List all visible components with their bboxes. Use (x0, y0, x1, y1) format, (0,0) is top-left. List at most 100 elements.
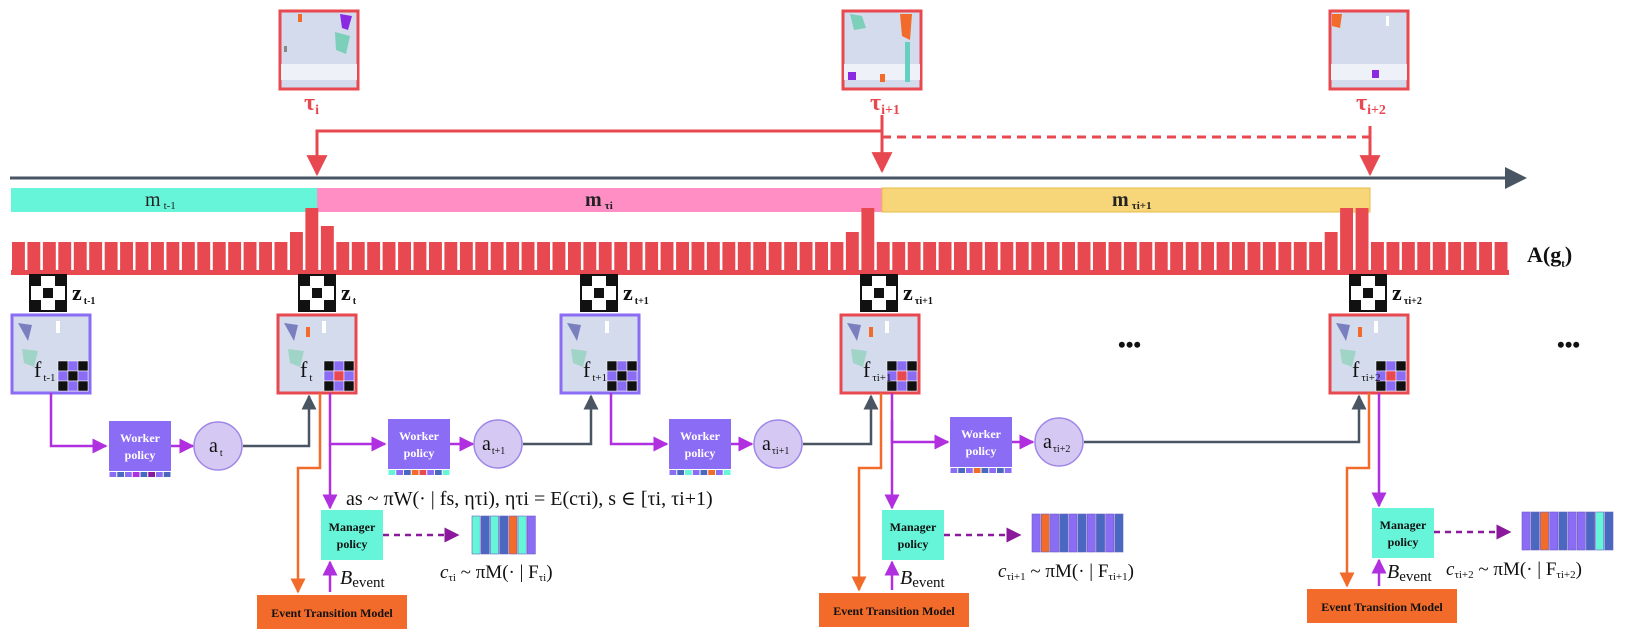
attention-bar (629, 242, 643, 270)
attention-bar (475, 242, 489, 270)
worker-code-cell (973, 468, 981, 473)
frame-feature (1358, 327, 1362, 337)
attention-bar (1031, 242, 1045, 270)
attention-bar (1494, 242, 1508, 270)
frame-grid-cell (1385, 380, 1397, 392)
frame-grid-cell (1375, 360, 1387, 372)
attention-bar (861, 208, 875, 270)
frame-feature (56, 321, 60, 333)
z-checkerboard-cell (300, 300, 310, 310)
event-thumbnail-1 (278, 9, 360, 91)
frame-grid-cell (343, 380, 355, 392)
attention-bar (398, 242, 411, 270)
worker-code-cell (148, 472, 155, 477)
frame-grid-cell (333, 360, 345, 372)
attention-bar (135, 242, 149, 270)
attention-bar (305, 208, 319, 270)
manager-code-strip-3 (1521, 511, 1614, 551)
attention-bar (1463, 242, 1477, 270)
svg-text:Manager: Manager (329, 520, 376, 534)
attention-bar (58, 242, 72, 270)
frame-feature (847, 323, 861, 341)
event-label-2: τi+1 (870, 90, 900, 118)
worker-policy-3: Worker policy (669, 419, 731, 475)
attention-bar (784, 242, 798, 270)
attention-bar (799, 242, 813, 270)
manager-code-cell (471, 515, 481, 555)
worker-code-cell (427, 470, 434, 475)
svg-text:aτi+2: aτi+2 (1043, 431, 1070, 455)
manager-code-cell (526, 515, 536, 555)
frame-grid-cell (333, 370, 345, 382)
worker-code-cell (404, 470, 411, 475)
svg-text:policy: policy (1388, 535, 1419, 549)
frame-grid-cell (323, 360, 335, 372)
ellipsis-2: ••• (1557, 332, 1580, 357)
worker-code-cell (1004, 468, 1012, 473)
manager-code-strip-1 (471, 515, 536, 555)
attention-baseline (11, 270, 1509, 275)
z-checkerboard-cell (55, 300, 65, 310)
attention-bar (336, 242, 350, 270)
worker-code-cell (981, 468, 989, 473)
attention-bar (120, 242, 133, 270)
worker-code-cell (950, 468, 958, 473)
manager-code-cell (1567, 511, 1577, 551)
attention-bar (845, 232, 859, 270)
attention-bar (73, 242, 87, 270)
manager-code-cell (1586, 511, 1595, 551)
attention-bar (290, 232, 303, 270)
z-checkerboard-cell (31, 276, 41, 286)
frame-grid-cell (626, 360, 638, 372)
attention-bars (12, 208, 1508, 270)
frame-feature (869, 327, 873, 337)
manager-code-cell (490, 515, 499, 555)
attention-bar (568, 242, 581, 270)
attention-bar (1093, 242, 1106, 270)
z-checkerboard-cell (862, 300, 872, 310)
frame-grid-cell (906, 360, 918, 372)
attention-bar (1170, 242, 1184, 270)
attention-bar (876, 242, 890, 270)
attention-bar (830, 242, 844, 270)
manager-code-cell (508, 515, 518, 555)
attention-bar (1062, 242, 1075, 270)
z-checkerboard-cell (606, 300, 616, 310)
worker-code-strip-2 (388, 470, 450, 475)
manager-code-cell (1077, 513, 1087, 553)
svg-text:policy: policy (966, 444, 997, 458)
attention-bar (1417, 242, 1431, 270)
attention-bar (676, 242, 689, 270)
frame-feature (567, 323, 581, 341)
event-transition-model-1: Event Transition Model (257, 595, 407, 629)
manager-code-cell (1521, 511, 1531, 551)
z-checkerboard-cell (324, 276, 334, 286)
attention-bar (429, 242, 442, 270)
attention-bar (459, 242, 473, 270)
attention-bar (1154, 242, 1168, 270)
worker-code-cell (716, 470, 723, 475)
attention-bar (552, 242, 566, 270)
action-sampling-formula: as ~ πW(· | fs, ητi), ητi = E(cτi), s ∈ … (346, 488, 713, 510)
attention-bar (27, 242, 41, 270)
svg-text:mτi: mτi (585, 189, 613, 212)
worker-code-cell (989, 468, 996, 473)
frame-grid-cell (67, 380, 79, 392)
attention-bar (691, 242, 705, 270)
attention-bar (351, 242, 365, 270)
attention-label: A(gt) (1527, 242, 1572, 270)
manager-code-cell (480, 515, 490, 555)
attention-bar (1015, 242, 1029, 270)
z-checkerboard-cell (300, 276, 310, 286)
attention-bar (1340, 208, 1353, 270)
attention-bar (1216, 242, 1230, 270)
z-checkerboard-cell (886, 300, 896, 310)
frame-feature (571, 349, 587, 367)
frame-grid-cell (1395, 360, 1407, 372)
frame-grid-cell (1385, 370, 1397, 382)
manager-formula-3: cτi+2 ~ πM(· | Fτi+2) (1446, 559, 1582, 581)
